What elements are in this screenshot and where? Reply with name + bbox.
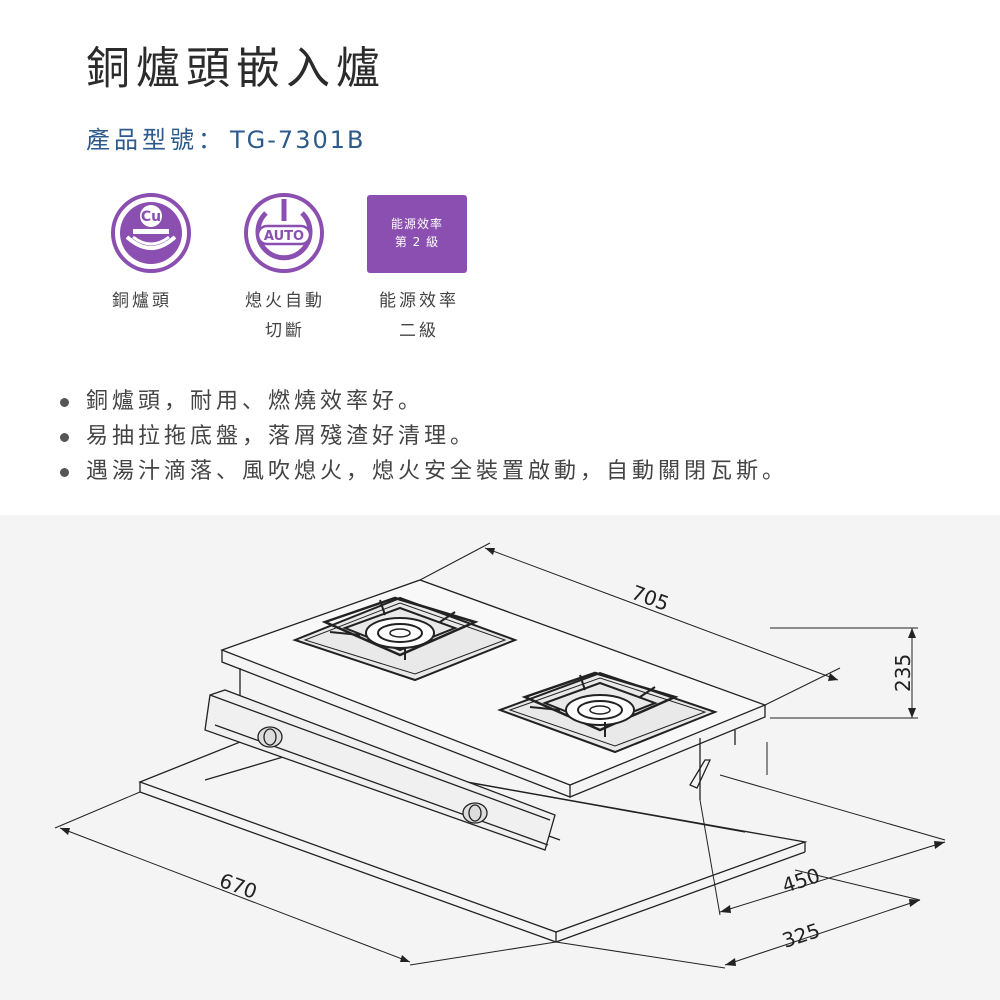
- dimension-label-670: 670: [216, 868, 260, 904]
- energy-efficiency-badge: 能源效率 第 2 級: [367, 195, 467, 273]
- dimension-diagram: 705 235 670 450 325: [0, 515, 1000, 1000]
- badge-label-energy: 能源效率 二級: [379, 291, 459, 341]
- energy-box-line1: 能源效率: [390, 217, 443, 231]
- dimension-label-325: 325: [779, 918, 823, 953]
- badge-label-auto: 熄火自動 切斷: [245, 291, 325, 341]
- auto-icon-text: AUTO: [264, 229, 304, 244]
- auto-shutoff-icon: AUTO: [236, 193, 332, 273]
- bullet-icon: [60, 398, 69, 407]
- dimension-label-235: 235: [891, 654, 915, 692]
- copper-burner-icon: Cu: [103, 193, 199, 273]
- model-label: 產品型號：: [86, 126, 226, 154]
- list-item: 易抽拉拖底盤，落屑殘渣好清理。: [60, 419, 788, 454]
- feature-list: 銅爐頭，耐用、燃燒效率好。 易抽拉拖底盤，落屑殘渣好清理。 遇湯汁滴落、風吹熄火…: [60, 384, 788, 489]
- bullet-icon: [60, 433, 69, 442]
- model-number: 產品型號：TG-7301B: [86, 120, 365, 155]
- model-code: TG-7301B: [230, 126, 366, 154]
- page-title: 銅爐頭嵌入爐: [86, 43, 386, 94]
- badge-label-copper: 銅爐頭: [112, 291, 172, 311]
- list-item: 遇湯汁滴落、風吹熄火，熄火安全裝置啟動，自動關閉瓦斯。: [60, 454, 788, 489]
- list-item: 銅爐頭，耐用、燃燒效率好。: [60, 384, 788, 419]
- bullet-icon: [60, 468, 69, 477]
- dimension-label-450: 450: [779, 863, 823, 898]
- energy-box-line2: 第 2 級: [394, 235, 440, 249]
- copper-icon-text: Cu: [141, 209, 161, 225]
- dimension-label-705: 705: [628, 580, 672, 616]
